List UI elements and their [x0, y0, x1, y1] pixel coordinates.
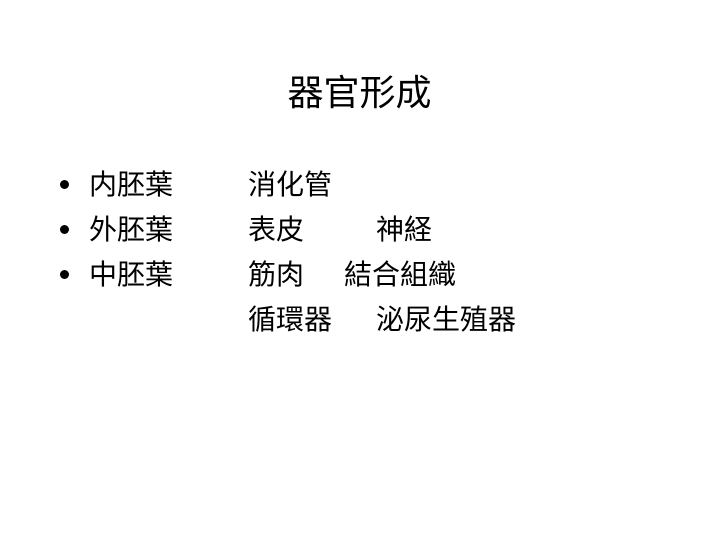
list-item-label: 内胚葉	[89, 168, 174, 201]
list-item: 中胚葉	[60, 252, 173, 297]
list-item-label: 中胚葉	[89, 258, 174, 291]
organ-term: 神経	[376, 213, 433, 246]
list-item: 内胚葉	[60, 162, 173, 207]
organ-term: 循環器	[248, 303, 333, 336]
organ-term: 泌尿生殖器	[376, 303, 517, 336]
organ-term: 筋肉	[248, 258, 305, 291]
bullet-icon	[60, 270, 69, 279]
bullet-icon	[60, 180, 69, 189]
list-item-label: 外胚葉	[89, 213, 174, 246]
slide-title: 器官形成	[287, 73, 432, 114]
germ-layer-list: 内胚葉 外胚葉 中胚葉	[60, 162, 173, 297]
organ-term: 結合組織	[344, 258, 457, 291]
list-item: 外胚葉	[60, 207, 173, 252]
bullet-icon	[60, 225, 69, 234]
organ-term: 表皮	[248, 213, 305, 246]
organ-term: 消化管	[248, 168, 333, 201]
